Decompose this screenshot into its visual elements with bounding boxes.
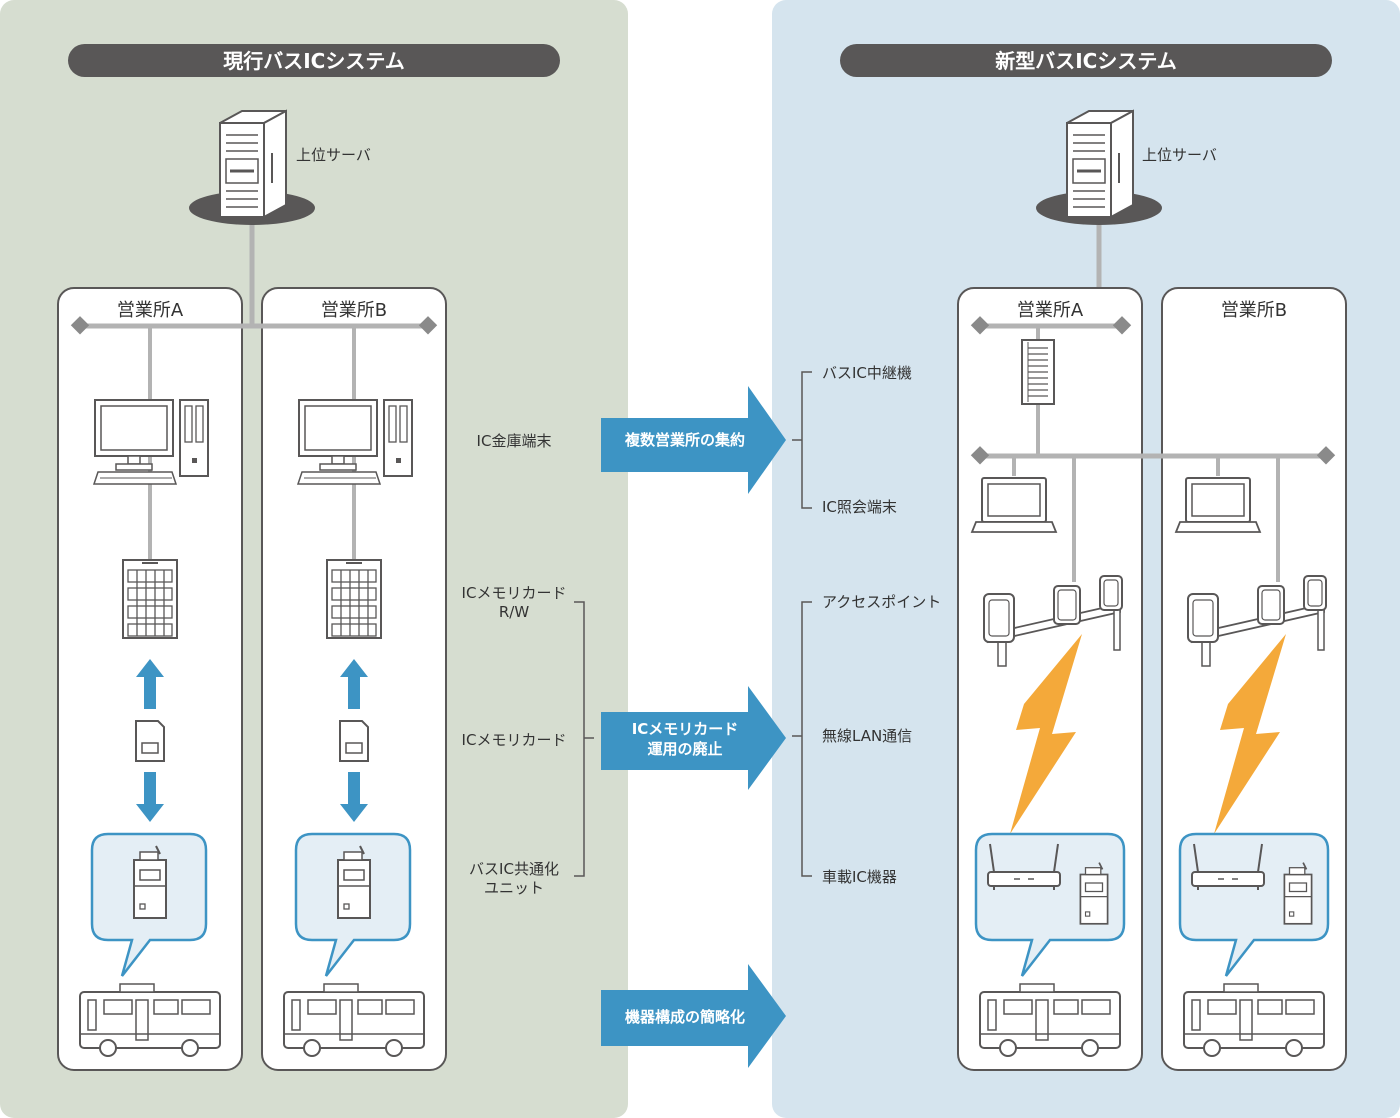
label-relay: バスIC中継機 — [822, 364, 912, 382]
onboard-device-bubble — [974, 832, 1126, 977]
fare-box-bubble — [294, 832, 412, 977]
right-bracket-top — [792, 371, 812, 509]
label-ic-memory-rw-1: ICメモリカード — [462, 584, 567, 602]
svg-text:運用の廃止: 運用の廃止 — [647, 740, 722, 758]
right-office-a-label: 営業所A — [1017, 300, 1084, 321]
right-server-label: 上位サーバ — [1142, 146, 1217, 164]
arrow-up-icon — [340, 659, 368, 709]
svg-text:機器構成の簡略化: 機器構成の簡略化 — [625, 1008, 745, 1026]
card-rw-rack-icon — [122, 559, 178, 639]
label-ic-memory-card: ICメモリカード — [462, 731, 567, 749]
right-title-pill — [840, 44, 1332, 77]
label-ic-memory-rw-2: R/W — [499, 603, 529, 621]
right-office-b-label: 営業所B — [1221, 300, 1287, 321]
left-title: 現行バスICシステム — [223, 49, 405, 73]
fare-box-bubble — [90, 832, 208, 977]
arrow-simplify: 機器構成の簡略化 — [601, 964, 786, 1068]
sd-card-icon — [135, 720, 165, 762]
onboard-device-bubble — [1178, 832, 1330, 977]
desktop-pc-icon — [297, 399, 413, 485]
arrow-consolidation: 複数営業所の集約 — [601, 386, 786, 494]
sd-card-icon — [339, 720, 369, 762]
left-bracket — [574, 601, 594, 877]
right-title: 新型バスICシステム — [995, 49, 1177, 73]
bus-icon — [79, 983, 221, 1057]
left-office-a-label: 営業所A — [117, 300, 184, 321]
left-office-b-label: 営業所B — [321, 300, 387, 321]
svg-text:複数営業所の集約: 複数営業所の集約 — [624, 431, 745, 449]
laptop-icon — [1175, 477, 1261, 533]
label-ic-safe-terminal: IC金庫端末 — [477, 432, 552, 450]
left-server-label: 上位サーバ — [296, 146, 371, 164]
arrow-down-icon — [340, 772, 368, 822]
label-access-point: アクセスポイント — [822, 593, 941, 611]
laptop-icon — [971, 477, 1057, 533]
arrow-down-icon — [136, 772, 164, 822]
arrow-up-icon — [136, 659, 164, 709]
left-title-pill — [68, 44, 560, 77]
relay-rack-icon — [1021, 339, 1055, 405]
label-bus-ic-unit-2: ユニット — [484, 879, 544, 897]
bus-icon — [283, 983, 425, 1057]
bus-icon — [1183, 983, 1325, 1057]
svg-text:ICメモリカード: ICメモリカード — [632, 720, 739, 738]
desktop-pc-icon — [93, 399, 209, 485]
card-rw-rack-icon — [326, 559, 382, 639]
label-onboard-device: 車載IC機器 — [822, 868, 897, 886]
bus-icon — [979, 983, 1121, 1057]
arrow-memory-abolish: ICメモリカード 運用の廃止 — [601, 686, 786, 790]
right-bracket-bottom — [792, 601, 812, 877]
label-inquiry-terminal: IC照会端末 — [822, 498, 897, 516]
label-bus-ic-unit-1: バスIC共通化 — [469, 860, 559, 878]
label-wireless-lan: 無線LAN通信 — [822, 727, 912, 745]
